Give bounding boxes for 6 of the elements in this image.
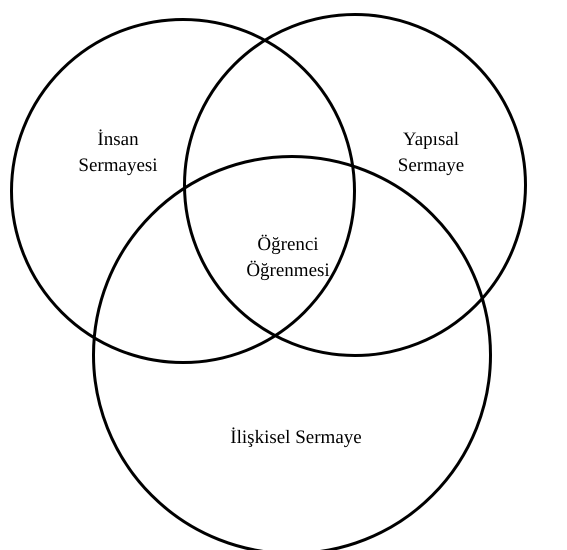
overlap-label: Öğrenci Öğrenmesi: [245, 233, 331, 283]
circle-label: İlişkisel Sermaye: [229, 426, 363, 450]
circle-label: Yapısal Sermaye: [396, 128, 466, 178]
venn-circle: [10, 18, 356, 364]
venn-circle: [183, 13, 527, 357]
circle-label: İnsan Sermayesi: [77, 128, 159, 178]
